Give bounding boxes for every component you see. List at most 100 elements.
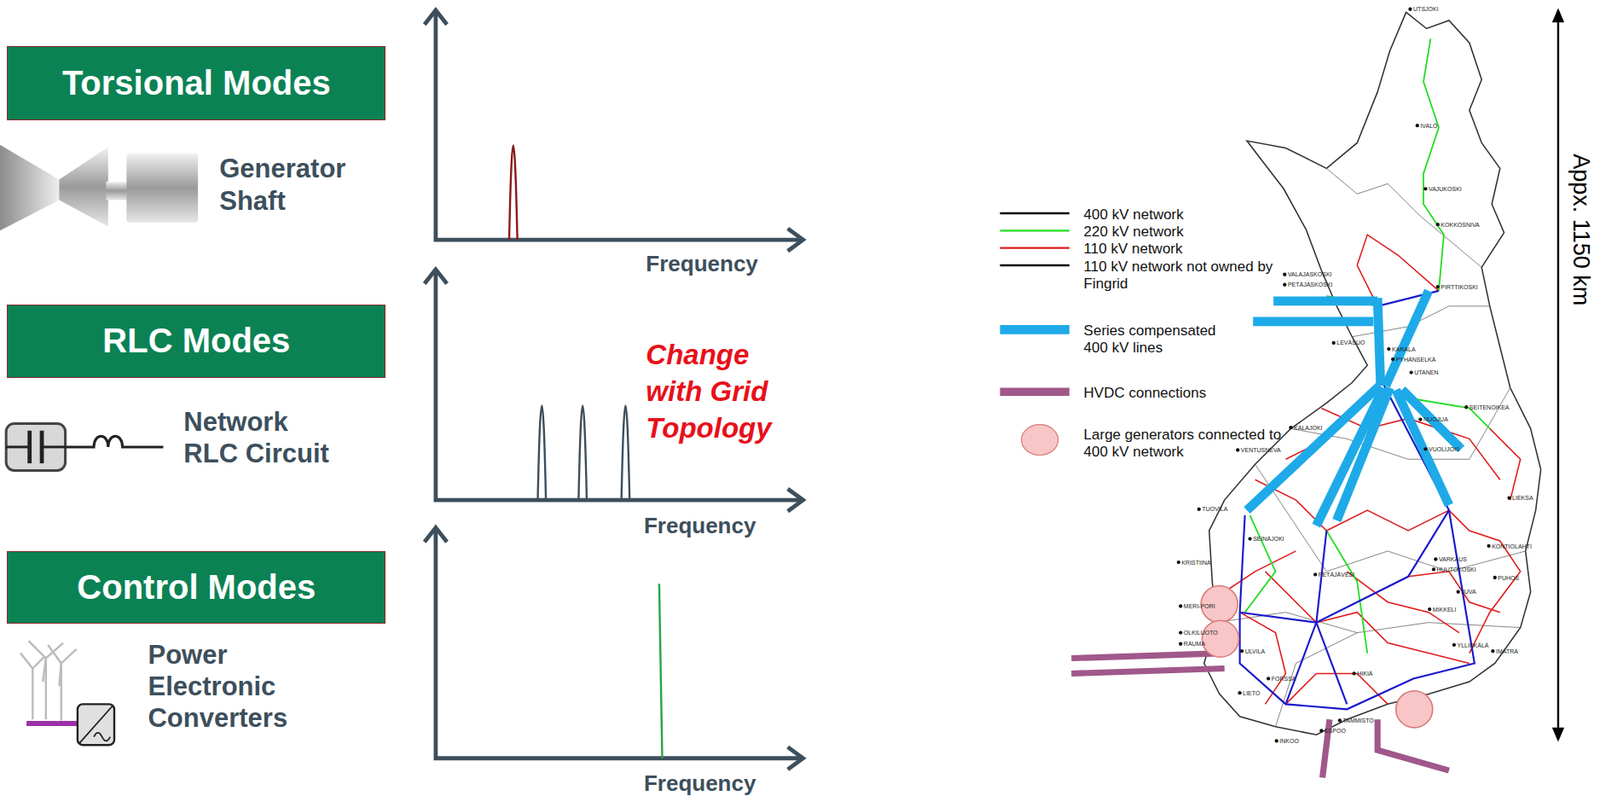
- drawing-stroke: [1415, 123, 1420, 128]
- drawing-stroke: [788, 747, 804, 770]
- substation-name: VENTUSNEVA: [1240, 446, 1282, 453]
- substation-name: MIKKELI: [1432, 606, 1457, 613]
- substation-name: VAJUKOSKI: [1428, 185, 1462, 192]
- drawing-stroke: [1245, 38, 1490, 653]
- substation-name: TAMMISTO: [1343, 717, 1374, 724]
- drawing-stroke: [1557, 20, 1560, 730]
- drawing-stroke: [788, 228, 804, 251]
- legend-text: 220 kV network: [1084, 223, 1340, 241]
- mode-title: Control Modes: [76, 568, 316, 607]
- mode-title: RLC Modes: [102, 321, 290, 360]
- drawing-stroke: [1247, 536, 1252, 540]
- substation-name: SEITENOIKEA: [1469, 404, 1510, 411]
- substation-name: HIKIÄ: [1356, 670, 1373, 677]
- drawing-stroke: [1332, 341, 1336, 345]
- substation-name: KRISTIINA: [1181, 559, 1211, 566]
- drawing-stroke: [1235, 447, 1240, 452]
- drawing-stroke: [1377, 297, 1381, 386]
- drawing-stroke: [32, 655, 45, 668]
- substation-name: TUOVILA: [1201, 505, 1228, 512]
- legend-sample: [1000, 229, 1070, 232]
- drawing-stroke: [20, 653, 33, 669]
- distance-arrow: [1552, 8, 1565, 743]
- drawing-stroke: [1552, 8, 1565, 24]
- drawing-stroke: [1071, 667, 1224, 673]
- drawing-stroke: [42, 658, 47, 683]
- legend-text: Series compensated 400 kV lines: [1084, 322, 1238, 358]
- drawing-stroke: [1275, 738, 1279, 743]
- legend-sample: [1000, 246, 1070, 249]
- substation-name: LEVÄSUO: [1336, 339, 1365, 346]
- substation-name: ULVILA: [1245, 648, 1266, 655]
- drawing-stroke: [424, 527, 447, 542]
- substation-name: VARKAUS: [1438, 556, 1467, 563]
- drawing-stroke: [435, 269, 801, 500]
- drawing-stroke: [1273, 295, 1378, 306]
- converter-icon: [20, 640, 115, 745]
- drawing-stroke: [47, 644, 62, 664]
- drawing-stroke: [1507, 496, 1511, 500]
- drawing-stroke: [1336, 388, 1390, 522]
- drawing-stroke: [1408, 7, 1412, 12]
- drawing-stroke: [1315, 612, 1469, 664]
- drawing-stroke: [1246, 290, 1461, 526]
- drawing-stroke: [77, 703, 115, 745]
- substation-name: IMATRA: [1495, 648, 1519, 655]
- drawing-stroke: [1265, 571, 1317, 623]
- drawing-stroke: [1197, 507, 1201, 511]
- drawing-stroke: [1402, 389, 1461, 449]
- drawing-stroke: [1486, 544, 1490, 548]
- substation-name: KOKKOSNIVA: [1440, 221, 1479, 228]
- drawing-stroke: [1464, 405, 1468, 409]
- drawing-stroke: [79, 706, 112, 743]
- legend-text: HVDC connections: [1084, 384, 1340, 402]
- mode-box: RLC Modes: [6, 304, 386, 378]
- substation-name: KARALA: [1391, 346, 1416, 353]
- drawing-stroke: [1427, 607, 1432, 611]
- drawing-stroke: [1178, 603, 1183, 608]
- drawing-stroke: [1436, 284, 1440, 289]
- drawing-stroke: [1240, 290, 1475, 709]
- drawing-stroke: [1224, 234, 1521, 704]
- drawing-stroke: [1238, 690, 1242, 695]
- substation-name: PETÄJÄVESI: [1318, 571, 1355, 578]
- drawing-stroke: [58, 663, 61, 686]
- mode-title: Torsional Modes: [62, 63, 331, 103]
- drawing-stroke: [5, 445, 29, 448]
- drawing-stroke: [1204, 11, 1542, 735]
- drawing-stroke: [424, 10, 447, 25]
- drawing-stroke: [1240, 649, 1244, 653]
- drawing-stroke: [1071, 653, 1450, 778]
- substation-name: VALAJASKOSKI: [1287, 271, 1333, 278]
- mode-box: Control Modes: [6, 550, 386, 624]
- spectrum-plots: [424, 10, 804, 770]
- component-label: Generator Shaft: [219, 152, 399, 216]
- drawing-stroke: [1409, 370, 1414, 374]
- component-label: Power Electronic Converters: [147, 638, 323, 735]
- drawing-stroke: [1423, 446, 1427, 451]
- drawing-stroke: [1288, 425, 1293, 429]
- dimension-label: Appx. 1150 km: [1567, 153, 1595, 306]
- drawing-stroke: [42, 445, 65, 448]
- drawing-stroke: [1431, 567, 1436, 571]
- substation-name: PETÄJÄSKOSKI: [1287, 281, 1334, 288]
- drawing-stroke: [1396, 690, 1433, 728]
- mode-box: Torsional Modes: [6, 46, 386, 121]
- drawing-stroke: [20, 640, 77, 720]
- axis-label: Frequency: [643, 770, 757, 796]
- legend-sample: [1000, 388, 1070, 397]
- drawing-stroke: [31, 667, 34, 719]
- substation-name: KALAJOKI: [1293, 424, 1322, 431]
- drawing-stroke: [1176, 560, 1181, 564]
- drawing-stroke: [1071, 653, 1224, 659]
- drawing-stroke: [1178, 642, 1183, 646]
- substation-name: IVALO: [1420, 122, 1438, 129]
- axis-label: Frequency: [643, 512, 757, 540]
- drawing-stroke: [1200, 585, 1433, 728]
- rlc-circuit-icon: [5, 423, 163, 470]
- drawing-stroke: [5, 423, 65, 470]
- drawing-stroke: [1286, 622, 1317, 705]
- substation-name: PIRTTIKOSKI: [1440, 284, 1478, 290]
- drawing-stroke: [435, 527, 801, 758]
- drawing-stroke: [1423, 186, 1427, 191]
